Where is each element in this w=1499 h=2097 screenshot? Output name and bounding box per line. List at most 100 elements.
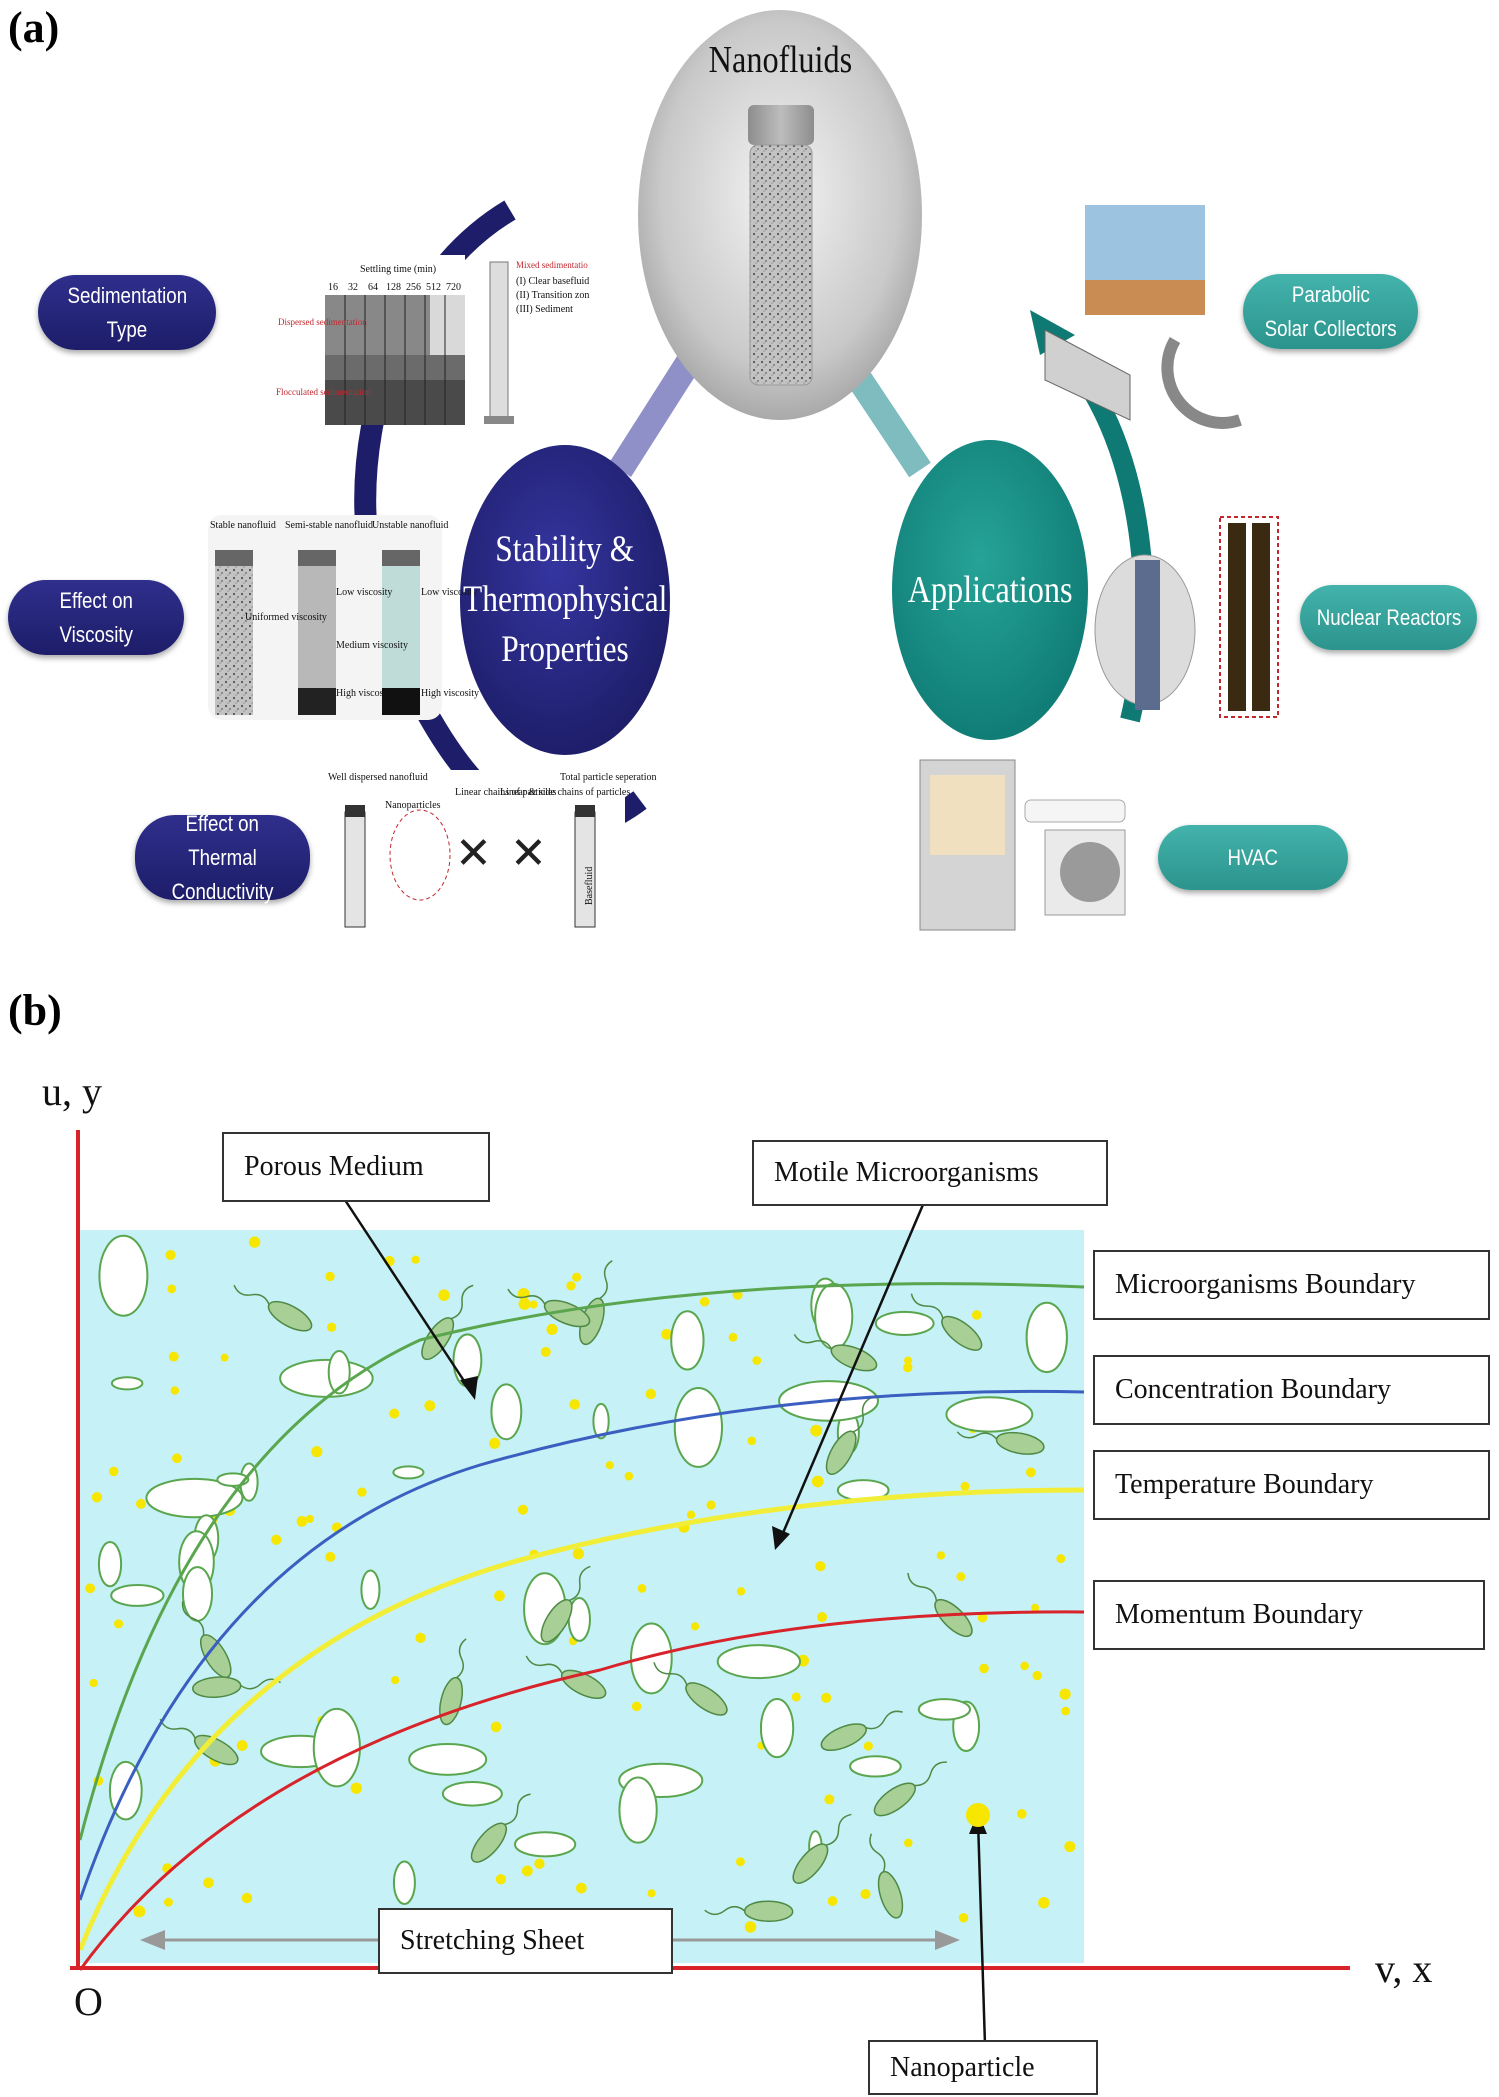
nanoparticle-dot [357, 1487, 367, 1497]
nanoparticle-dot [296, 1516, 308, 1527]
nanoparticle-dot [735, 1857, 745, 1867]
svg-text:Unstable nanofluid: Unstable nanofluid [372, 520, 448, 531]
nuclear-reactor-image [1094, 516, 1279, 718]
nanoparticle-dot [736, 1587, 746, 1596]
svg-text:Linear & side chains of partic: Linear & side chains of particles [500, 787, 630, 798]
nanoparticle-dot [815, 1561, 826, 1572]
microorganism-flagellum [956, 1431, 998, 1440]
microorganism-flagellum [504, 1793, 531, 1826]
nanoparticle-dot [661, 1328, 673, 1340]
nanoparticle-dot [529, 1300, 538, 1309]
nanoparticle-dot [860, 1888, 871, 1900]
nanoparticle-dot [172, 1453, 182, 1464]
nanoparticle-dot [325, 1551, 336, 1562]
nanoparticle-dot [1031, 1603, 1040, 1612]
svg-text:16: 16 [328, 282, 338, 293]
pore [110, 1583, 165, 1607]
nanoparticle-dot [572, 1272, 582, 1282]
nanoparticle-dot [168, 1351, 179, 1362]
nanoparticle-dot [1038, 1896, 1050, 1909]
nanoparticle-dot [904, 1356, 913, 1365]
nanoparticle-dot [637, 1584, 647, 1593]
microorganism-flagellum [793, 1334, 833, 1350]
microorganism-flagellum [450, 1284, 474, 1320]
svg-text:512: 512 [426, 282, 441, 293]
pore [592, 1402, 610, 1440]
pill-sedimentation-type: Sedimentation Type [38, 275, 216, 350]
pore [360, 1569, 381, 1610]
svg-text:Total particle seperation: Total particle seperation [560, 772, 656, 783]
nanoparticle-dot [979, 1663, 989, 1674]
nanoparticle-dot [958, 1913, 969, 1923]
pore [392, 1465, 425, 1480]
nanoparticle-dot [89, 1678, 98, 1688]
nanoparticle-dot [631, 1701, 642, 1712]
svg-text:Uniformed viscosity: Uniformed viscosity [245, 612, 327, 623]
svg-text:Stable nanofluid: Stable nanofluid [210, 520, 276, 531]
svg-text:✕: ✕ [510, 828, 547, 879]
svg-text:720: 720 [446, 282, 461, 293]
nanoparticle-dot [810, 1424, 823, 1437]
pore [814, 1282, 854, 1350]
pore [97, 1541, 123, 1588]
microorganism [956, 1431, 1045, 1455]
microorganisms-boundary-label: Microorganisms Boundary [1093, 1250, 1490, 1320]
microorganism-flagellum [865, 1710, 903, 1730]
pore [490, 1383, 523, 1441]
nanoparticle-dot [936, 1551, 946, 1560]
panel-b-label: (b) [8, 986, 62, 1035]
microorganisms-boundary-curve [78, 1282, 1085, 1841]
pill-effect-viscosity: Effect on Viscosity [8, 580, 184, 655]
hvac-image [919, 759, 1126, 931]
svg-text:High viscosity: High viscosity [421, 688, 479, 699]
nanoparticle-dot [220, 1353, 229, 1362]
nanoparticle-dot [489, 1437, 501, 1449]
pore [145, 1477, 244, 1519]
svg-text:Low viscosity: Low viscosity [336, 587, 392, 598]
nanoparticle-dot [1061, 1706, 1070, 1716]
microorganism-body [873, 1782, 916, 1817]
svg-text:Low viscosity: Low viscosity [421, 587, 477, 598]
microorganism [540, 1565, 591, 1643]
nanoparticle-dot [438, 1289, 450, 1301]
microorganism [910, 1293, 983, 1351]
nanoparticle-dot [391, 1675, 400, 1685]
nanoparticle-dot [389, 1408, 400, 1419]
svg-text:Medium viscosity: Medium viscosity [336, 640, 408, 651]
pore [630, 1622, 673, 1695]
pore [874, 1310, 935, 1336]
nanoparticle-dot [811, 1475, 824, 1488]
microorganism-flagellum [869, 1833, 886, 1873]
pore [392, 1860, 416, 1905]
svg-text:Flocculated sedimentation: Flocculated sedimentation [276, 387, 371, 397]
nanoparticle-dot [415, 1632, 426, 1643]
nanoparticle-dot [569, 1399, 580, 1410]
svg-text:32: 32 [348, 282, 358, 293]
sed-title: Settling time (min) [360, 264, 436, 275]
pore [408, 1743, 488, 1776]
microorganism-flagellum [456, 1638, 467, 1679]
nanoparticle-dot [170, 1386, 180, 1395]
nanoparticle-dot [956, 1572, 966, 1582]
microorganism-body [743, 1900, 794, 1923]
microorganism-flagellum [653, 1662, 688, 1686]
solar-collector-image [1044, 205, 1242, 429]
pore [618, 1776, 658, 1844]
nanoparticle-dot [645, 1388, 657, 1400]
microorganism-flagellum [525, 1655, 563, 1675]
svg-text:(II) Transition zon: (II) Transition zon [516, 290, 589, 301]
microorganism-flagellum [910, 1293, 944, 1319]
svg-text:High viscosity: High viscosity [336, 688, 394, 699]
panel-a-label: (a) [8, 3, 60, 52]
momentum-boundary-curve [78, 1610, 1085, 1971]
nanoparticle-dot [624, 1471, 634, 1481]
microorganism-flagellum [159, 1718, 196, 1739]
stability-circle-label: Stability & Thermophysical Properties [462, 529, 668, 670]
temperature-boundary-curve [77, 1487, 1085, 1951]
y-axis-label: u, y [42, 1069, 102, 1114]
nanoparticle-dot [690, 1622, 700, 1631]
svg-text:Semi-stable nanofluid: Semi-stable nanofluid [285, 520, 373, 531]
nanoparticle-dot [1056, 1554, 1066, 1564]
pore [98, 1234, 149, 1317]
nanoparticle-dot [517, 1504, 529, 1515]
